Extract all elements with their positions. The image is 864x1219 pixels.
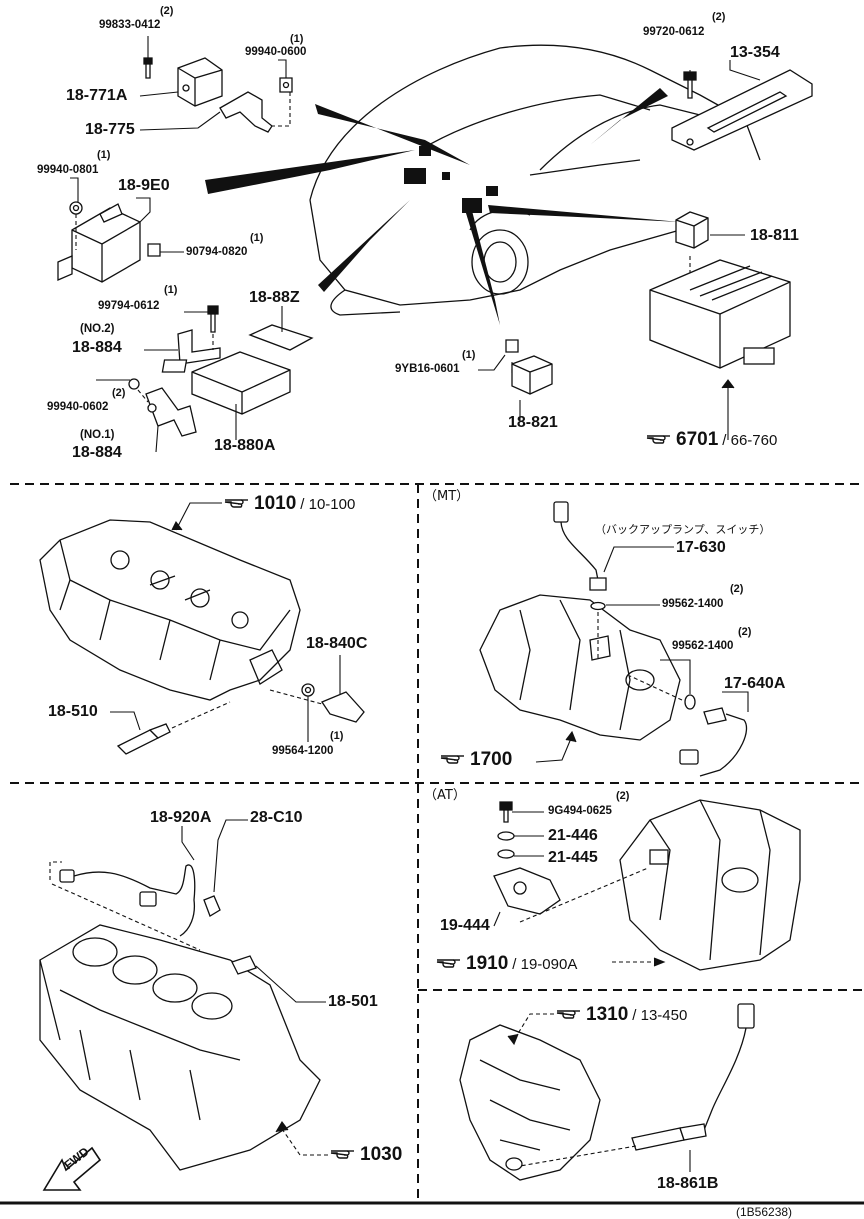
part-label-99562-1400-b: 99562-1400 bbox=[672, 640, 734, 652]
section-label-at: （AT） bbox=[424, 788, 466, 803]
qty-label: (1) bbox=[250, 232, 264, 244]
part-label-18-884-no1: 18-884 bbox=[72, 444, 122, 461]
part-label-99720-0612: 99720-0612 bbox=[643, 26, 705, 38]
leader-lines-mid-right bbox=[535, 546, 749, 763]
part-label-99940-0602: 99940-0602 bbox=[47, 401, 109, 413]
part-label-18-510: 18-510 bbox=[48, 703, 98, 720]
reference-1700[interactable]: 1700 bbox=[440, 750, 512, 769]
pointing-hand-icon bbox=[440, 752, 466, 766]
part-label-28-C10: 28-C10 bbox=[250, 809, 303, 826]
part-label-99940-0801: 99940-0801 bbox=[37, 164, 99, 176]
qty-label: (1) bbox=[164, 284, 178, 296]
qty-label: (2) bbox=[112, 387, 126, 399]
ref-number: 1910 bbox=[466, 953, 509, 974]
ref-number: 1030 bbox=[360, 1144, 403, 1165]
reference-1310[interactable]: 1310 / 13-450 bbox=[556, 1005, 687, 1024]
no1-label: (NO.1) bbox=[80, 429, 115, 441]
ref-sub: / 10-100 bbox=[300, 496, 356, 513]
no2-label: (NO.2) bbox=[80, 323, 115, 335]
pointing-hand-icon bbox=[646, 432, 672, 446]
ref-sub: / 66-760 bbox=[722, 432, 778, 449]
qty-label: (2) bbox=[712, 11, 726, 23]
part-label-21-446: 21-446 bbox=[548, 827, 598, 844]
ref-number: 1700 bbox=[470, 749, 513, 770]
part-label-99794-0612: 99794-0612 bbox=[98, 300, 160, 312]
reference-6701[interactable]: 6701 / 66-760 bbox=[646, 430, 777, 449]
engine-block-illustration bbox=[39, 924, 321, 1171]
part-label-99833-0412: 99833-0412 bbox=[99, 19, 161, 31]
part-label-18-501: 18-501 bbox=[328, 993, 378, 1010]
section-dividers bbox=[10, 483, 862, 1200]
mt-transmission-illustration bbox=[479, 594, 681, 741]
fwd-arrow bbox=[42, 1146, 102, 1191]
qty-label: (2) bbox=[160, 5, 174, 17]
reference-1910[interactable]: 1910 / 19-090A bbox=[436, 954, 577, 973]
cylinder-head-illustration bbox=[39, 519, 301, 701]
qty-label: (1) bbox=[97, 149, 111, 161]
o2-sensor bbox=[631, 1003, 755, 1151]
at-parts bbox=[493, 801, 561, 915]
part-label-18-840C: 18-840C bbox=[306, 635, 368, 652]
part-label-13-354: 13-354 bbox=[730, 44, 780, 61]
part-label-9G494-0625: 9G494-0625 bbox=[548, 805, 612, 817]
part-label-9YB16-0601: 9YB16-0601 bbox=[395, 363, 460, 375]
reference-1010[interactable]: 1010 / 10-100 bbox=[224, 494, 355, 513]
ref-number: 1010 bbox=[254, 493, 297, 514]
part-label-18-9E0: 18-9E0 bbox=[118, 177, 170, 194]
leader-lines-mid-left bbox=[110, 502, 341, 742]
part-label-17-640A: 17-640A bbox=[724, 675, 786, 692]
qty-label: (1) bbox=[290, 33, 304, 45]
qty-label: (2) bbox=[738, 626, 752, 638]
pointing-hand-icon bbox=[330, 1147, 356, 1161]
section-label-mt: （MT） bbox=[424, 489, 470, 504]
qty-label: (2) bbox=[730, 583, 744, 595]
page-code: (1B56238) bbox=[736, 1205, 793, 1219]
leader-lines-at bbox=[493, 811, 666, 967]
part-label-18-880A: 18-880A bbox=[214, 437, 276, 454]
ref-sub: / 19-090A bbox=[512, 956, 578, 973]
part-label-18-920A: 18-920A bbox=[150, 809, 212, 826]
pointing-hand-icon bbox=[224, 496, 250, 510]
callout-sweeps bbox=[205, 88, 680, 325]
leader-lines-bottom-left bbox=[49, 819, 328, 1156]
part-label-18-821: 18-821 bbox=[508, 414, 558, 431]
qty-label: (2) bbox=[616, 790, 630, 802]
exhaust-manifold-illustration bbox=[459, 1024, 601, 1181]
qty-label: (1) bbox=[330, 730, 344, 742]
mid-left-parts bbox=[116, 683, 365, 755]
ref-sub: / 13-450 bbox=[632, 1007, 688, 1024]
part-label-17-630: 17-630 bbox=[676, 539, 726, 556]
leader-lines-exhaust bbox=[507, 1013, 691, 1172]
pointing-hand-icon bbox=[436, 956, 462, 970]
ref-number: 1310 bbox=[586, 1004, 629, 1025]
at-transmission-illustration bbox=[619, 799, 801, 971]
part-label-18-771A: 18-771A bbox=[66, 87, 128, 104]
reference-1030[interactable]: 1030 bbox=[330, 1145, 402, 1164]
part-label-99564-1200: 99564-1200 bbox=[272, 745, 334, 757]
part-label-99562-1400-a: 99562-1400 bbox=[662, 598, 724, 610]
ref-number: 6701 bbox=[676, 429, 719, 450]
leader-lines-top bbox=[70, 36, 761, 453]
part-label-18-884-no2: 18-884 bbox=[72, 339, 122, 356]
note-backup-lamp-switch: （バックアップランプ、スイッチ） bbox=[595, 523, 771, 536]
top-right-parts bbox=[505, 69, 813, 395]
part-label-18-811: 18-811 bbox=[750, 227, 799, 244]
part-label-19-444: 19-444 bbox=[440, 917, 490, 934]
part-label-21-445: 21-445 bbox=[548, 849, 598, 866]
qty-label: (1) bbox=[462, 349, 476, 361]
part-label-18-775: 18-775 bbox=[85, 121, 135, 138]
part-label-18-861B: 18-861B bbox=[657, 1175, 719, 1192]
top-left-parts bbox=[57, 57, 314, 437]
part-label-90794-0820: 90794-0820 bbox=[186, 246, 248, 258]
mid-right-parts bbox=[553, 501, 748, 777]
part-label-18-88Z: 18-88Z bbox=[249, 289, 300, 306]
bottom-left-parts bbox=[59, 864, 257, 975]
pointing-hand-icon bbox=[556, 1007, 582, 1021]
part-label-99940-0600: 99940-0600 bbox=[245, 46, 307, 58]
